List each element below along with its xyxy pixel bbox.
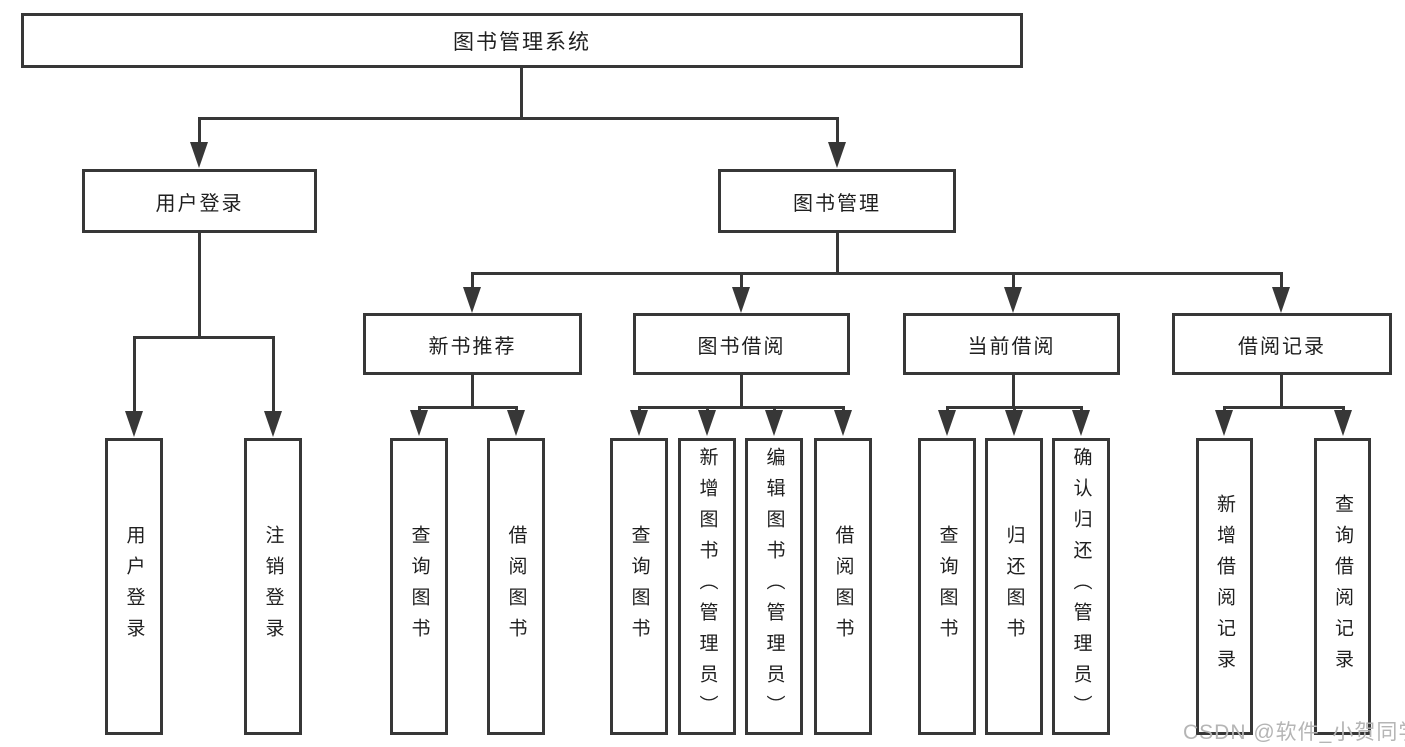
arrow-down-icon — [125, 411, 143, 437]
node-borrowing-records: 借阅记录 — [1172, 313, 1392, 375]
connector — [1280, 375, 1283, 409]
arrow-down-icon — [732, 287, 750, 313]
arrow-down-icon — [463, 287, 481, 313]
arrow-down-icon — [765, 410, 783, 436]
csdn-watermark: CSDN @软件_小贺同学 — [1183, 721, 1405, 744]
leaf-edit-books-admin-label: 编辑图书（管理员） — [763, 447, 785, 726]
connector — [740, 272, 743, 290]
leaf-query-books-borrowing-label: 查询图书 — [628, 524, 650, 649]
arrow-down-icon — [630, 410, 648, 436]
leaf-add-books-admin: 新增图书（管理员） — [678, 438, 736, 735]
connector — [471, 375, 474, 409]
node-book-borrowing-label: 图书借阅 — [697, 335, 786, 358]
leaf-query-books-current: 查询图书 — [918, 438, 976, 735]
leaf-borrow-books-recommend-label: 借阅图书 — [505, 524, 527, 649]
leaf-user-login-label: 用户登录 — [123, 524, 145, 649]
connector — [836, 117, 839, 147]
node-user-login-label: 用户登录 — [155, 192, 244, 215]
connector — [740, 375, 743, 409]
leaf-logout: 注销登录 — [244, 438, 302, 735]
connector — [520, 68, 523, 120]
arrow-down-icon — [698, 410, 716, 436]
leaf-query-books-borrowing: 查询图书 — [610, 438, 668, 735]
leaf-query-books-recommend-label: 查询图书 — [408, 524, 430, 649]
leaf-query-borrow-record-label: 查询借阅记录 — [1332, 493, 1353, 680]
arrow-down-icon — [828, 142, 846, 168]
leaf-query-books-recommend: 查询图书 — [390, 438, 448, 735]
leaf-confirm-return-admin: 确认归还（管理员） — [1052, 438, 1110, 735]
leaf-query-books-current-label: 查询图书 — [936, 524, 958, 649]
arrow-down-icon — [264, 411, 282, 437]
connector — [133, 336, 275, 339]
node-library-system: 图书管理系统 — [21, 13, 1023, 68]
node-current-borrowing-label: 当前借阅 — [967, 335, 1056, 358]
arrow-down-icon — [1004, 287, 1022, 313]
connector — [471, 272, 1282, 275]
arrow-down-icon — [834, 410, 852, 436]
arrow-down-icon — [1272, 287, 1290, 313]
leaf-user-login: 用户登录 — [105, 438, 163, 735]
node-borrowing-records-label: 借阅记录 — [1238, 335, 1326, 358]
leaf-add-borrow-record: 新增借阅记录 — [1196, 438, 1253, 735]
node-book-management: 图书管理 — [718, 169, 956, 233]
leaf-return-books-label: 归还图书 — [1003, 524, 1025, 649]
arrow-down-icon — [938, 410, 956, 436]
leaf-add-borrow-record-label: 新增借阅记录 — [1214, 493, 1235, 680]
leaf-add-books-admin-label: 新增图书（管理员） — [696, 447, 718, 726]
connector — [272, 336, 275, 413]
node-new-book-recommend: 新书推荐 — [363, 313, 582, 375]
leaf-borrow-books-recommend: 借阅图书 — [487, 438, 545, 735]
connector — [133, 336, 136, 413]
leaf-query-borrow-record: 查询借阅记录 — [1314, 438, 1371, 735]
node-book-borrowing: 图书借阅 — [633, 313, 850, 375]
node-current-borrowing: 当前借阅 — [903, 313, 1120, 375]
connector — [1012, 375, 1015, 409]
leaf-borrow-books-label: 借阅图书 — [832, 524, 854, 649]
arrow-down-icon — [1005, 410, 1023, 436]
leaf-return-books: 归还图书 — [985, 438, 1043, 735]
connector — [1280, 272, 1283, 290]
arrow-down-icon — [1334, 410, 1352, 436]
leaf-logout-label: 注销登录 — [262, 524, 284, 649]
node-library-system-label: 图书管理系统 — [453, 30, 591, 54]
leaf-borrow-books: 借阅图书 — [814, 438, 872, 735]
arrow-down-icon — [1072, 410, 1090, 436]
connector — [471, 272, 474, 290]
node-user-login: 用户登录 — [82, 169, 317, 233]
arrow-down-icon — [190, 142, 208, 168]
node-book-management-label: 图书管理 — [793, 192, 881, 215]
connector — [836, 233, 839, 275]
connector — [638, 406, 844, 409]
arrow-down-icon — [507, 410, 525, 436]
node-new-book-recommend-label: 新书推荐 — [428, 335, 517, 358]
connector — [1012, 272, 1015, 290]
connector — [1223, 406, 1344, 409]
arrow-down-icon — [1215, 410, 1233, 436]
leaf-confirm-return-admin-label: 确认归还（管理员） — [1070, 447, 1092, 726]
connector — [198, 117, 839, 120]
connector — [198, 117, 201, 147]
arrow-down-icon — [410, 410, 428, 436]
connector — [198, 233, 201, 338]
leaf-edit-books-admin: 编辑图书（管理员） — [745, 438, 803, 735]
connector — [418, 406, 518, 409]
